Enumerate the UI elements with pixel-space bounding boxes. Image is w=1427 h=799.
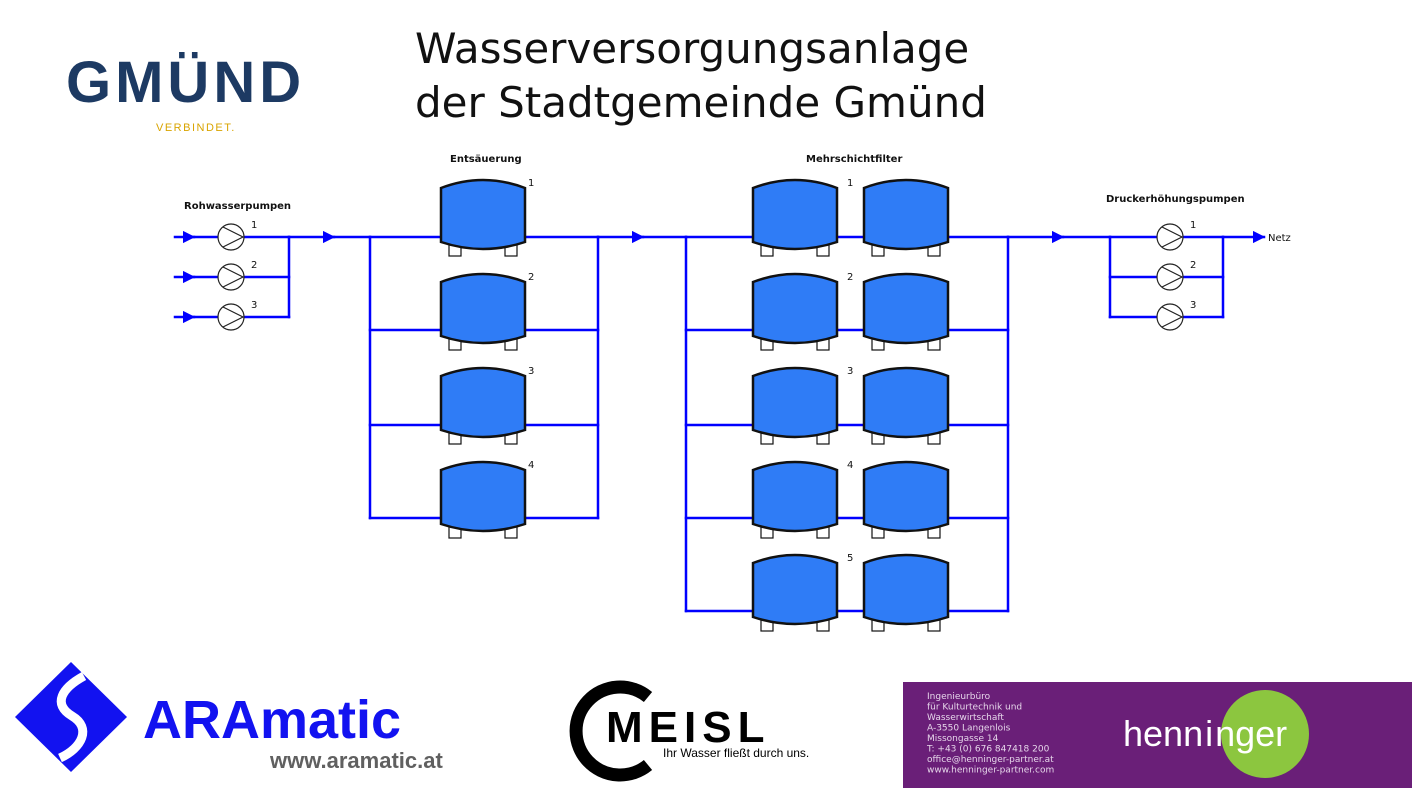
booster-pump-3: 3	[1156, 300, 1196, 331]
henninger-address-line: Wasserwirtschaft	[927, 713, 1004, 723]
deacid-tank-number: 1	[528, 178, 534, 189]
gmund-logo-tagline: VERBINDET.	[156, 122, 236, 134]
filter-tank-a-4	[751, 460, 839, 539]
filter-tank-a-2	[751, 272, 839, 351]
pump-number: 1	[251, 220, 257, 231]
multilayer-filter-label: Mehrschichtfilter	[806, 154, 902, 165]
booster-pumps-label: Druckerhöhungspumpen	[1106, 194, 1245, 205]
filter-tank-b-2	[862, 272, 950, 351]
tank-body	[862, 178, 950, 251]
henninger-brand: henninger	[1123, 713, 1287, 754]
henninger-address-line: T: +43 (0) 676 847418 200	[926, 745, 1050, 755]
filter-tank-b-1	[862, 178, 950, 257]
page-title-line-2: der Stadtgemeinde Gmünd	[415, 78, 987, 127]
aramatic-logo: ARAmatic www.aramatic.at	[15, 662, 443, 773]
pump-icon	[1156, 223, 1184, 251]
deacid-tank-1	[439, 178, 527, 257]
tank-body	[862, 460, 950, 533]
page-title-line-1: Wasserversorgungsanlage	[415, 24, 970, 73]
tank-body	[751, 553, 839, 626]
pump-triangle	[1161, 306, 1184, 328]
henninger-circle-icon	[1221, 690, 1309, 778]
tank-body	[751, 366, 839, 439]
tank-body	[439, 460, 527, 533]
filter-tank-a-1	[751, 178, 839, 257]
henninger-address-line: Missongasse 14	[927, 734, 999, 744]
henninger-address-line: für Kulturtechnik und	[927, 703, 1022, 713]
booster-pump-2: 2	[1156, 260, 1196, 291]
gmund-logo-word: GMÜND	[66, 50, 305, 115]
meisl-slogan: Ihr Wasser fließt durch uns.	[663, 746, 809, 760]
tank-body	[439, 178, 527, 251]
raw-pump-2: 2	[217, 260, 257, 291]
aramatic-url: www.aramatic.at	[269, 748, 443, 773]
gmund-logo: GMÜND VERBINDET.	[66, 50, 305, 134]
filter-tank-b-3	[862, 366, 950, 445]
tank-body	[751, 272, 839, 345]
henninger-address-line: A-3550 Langenlois	[927, 724, 1011, 734]
filter-tank-number: 1	[847, 178, 853, 189]
pump-number: 3	[251, 300, 257, 311]
tank-body	[751, 178, 839, 251]
tank-body	[439, 272, 527, 345]
filter-tank-number: 2	[847, 272, 853, 283]
meisl-c-icon	[569, 680, 653, 782]
raw-water-pumps-label: Rohwasserpumpen	[184, 201, 291, 212]
pump-icon	[1156, 303, 1184, 331]
tank-body	[862, 553, 950, 626]
raw-pump-1: 1	[217, 220, 257, 251]
tank-body	[751, 460, 839, 533]
pipe-network	[173, 230, 1266, 613]
deacid-tank-number: 4	[528, 460, 534, 471]
filter-tank-a-5	[751, 553, 839, 632]
booster-pump-1: 1	[1156, 220, 1196, 251]
filter-tank-b-4	[862, 460, 950, 539]
pump-triangle	[222, 266, 245, 288]
pump-triangle	[1161, 266, 1184, 288]
tank-body	[862, 272, 950, 345]
network-outlet-label: Netz	[1268, 233, 1291, 244]
deacid-tank-3	[439, 366, 527, 445]
deacid-tank-2	[439, 272, 527, 351]
henninger-address-line: office@henninger-partner.at	[927, 755, 1054, 765]
deacid-tank-number: 2	[528, 272, 534, 283]
pump-number: 3	[1190, 300, 1196, 311]
meisl-name: MEISL	[606, 703, 770, 752]
pump-icon	[217, 303, 245, 331]
pump-triangle	[222, 226, 245, 248]
deacid-tank-4	[439, 460, 527, 539]
pump-number: 2	[1190, 260, 1196, 271]
deacidification-label: Entsäuerung	[450, 154, 522, 165]
pumps: 1 1 2 2 3 3	[217, 220, 1196, 331]
pump-icon	[217, 223, 245, 251]
pump-number: 2	[251, 260, 257, 271]
pump-icon	[217, 263, 245, 291]
filter-tank-number: 3	[847, 366, 853, 377]
aramatic-name: ARAmatic	[143, 690, 401, 750]
henninger-address-line: www.henninger-partner.com	[927, 766, 1054, 776]
raw-pump-3: 3	[217, 300, 257, 331]
filter-tank-number: 5	[847, 553, 853, 564]
tanks: 1 2 3 4 1 2 3 4 5	[439, 178, 950, 632]
pump-icon	[1156, 263, 1184, 291]
deacid-tank-number: 3	[528, 366, 534, 377]
page-title: Wasserversorgungsanlage der Stadtgemeind…	[415, 22, 987, 130]
filter-tank-b-5	[862, 553, 950, 632]
pump-number: 1	[1190, 220, 1196, 231]
henninger-address-line: Ingenieurbüro	[927, 692, 991, 702]
tank-body	[862, 366, 950, 439]
tank-body	[439, 366, 527, 439]
filter-tank-number: 4	[847, 460, 853, 471]
pump-triangle	[1161, 226, 1184, 248]
pump-triangle	[222, 306, 245, 328]
filter-tank-a-3	[751, 366, 839, 445]
meisl-logo: MEISL Ihr Wasser fließt durch uns.	[569, 680, 809, 782]
